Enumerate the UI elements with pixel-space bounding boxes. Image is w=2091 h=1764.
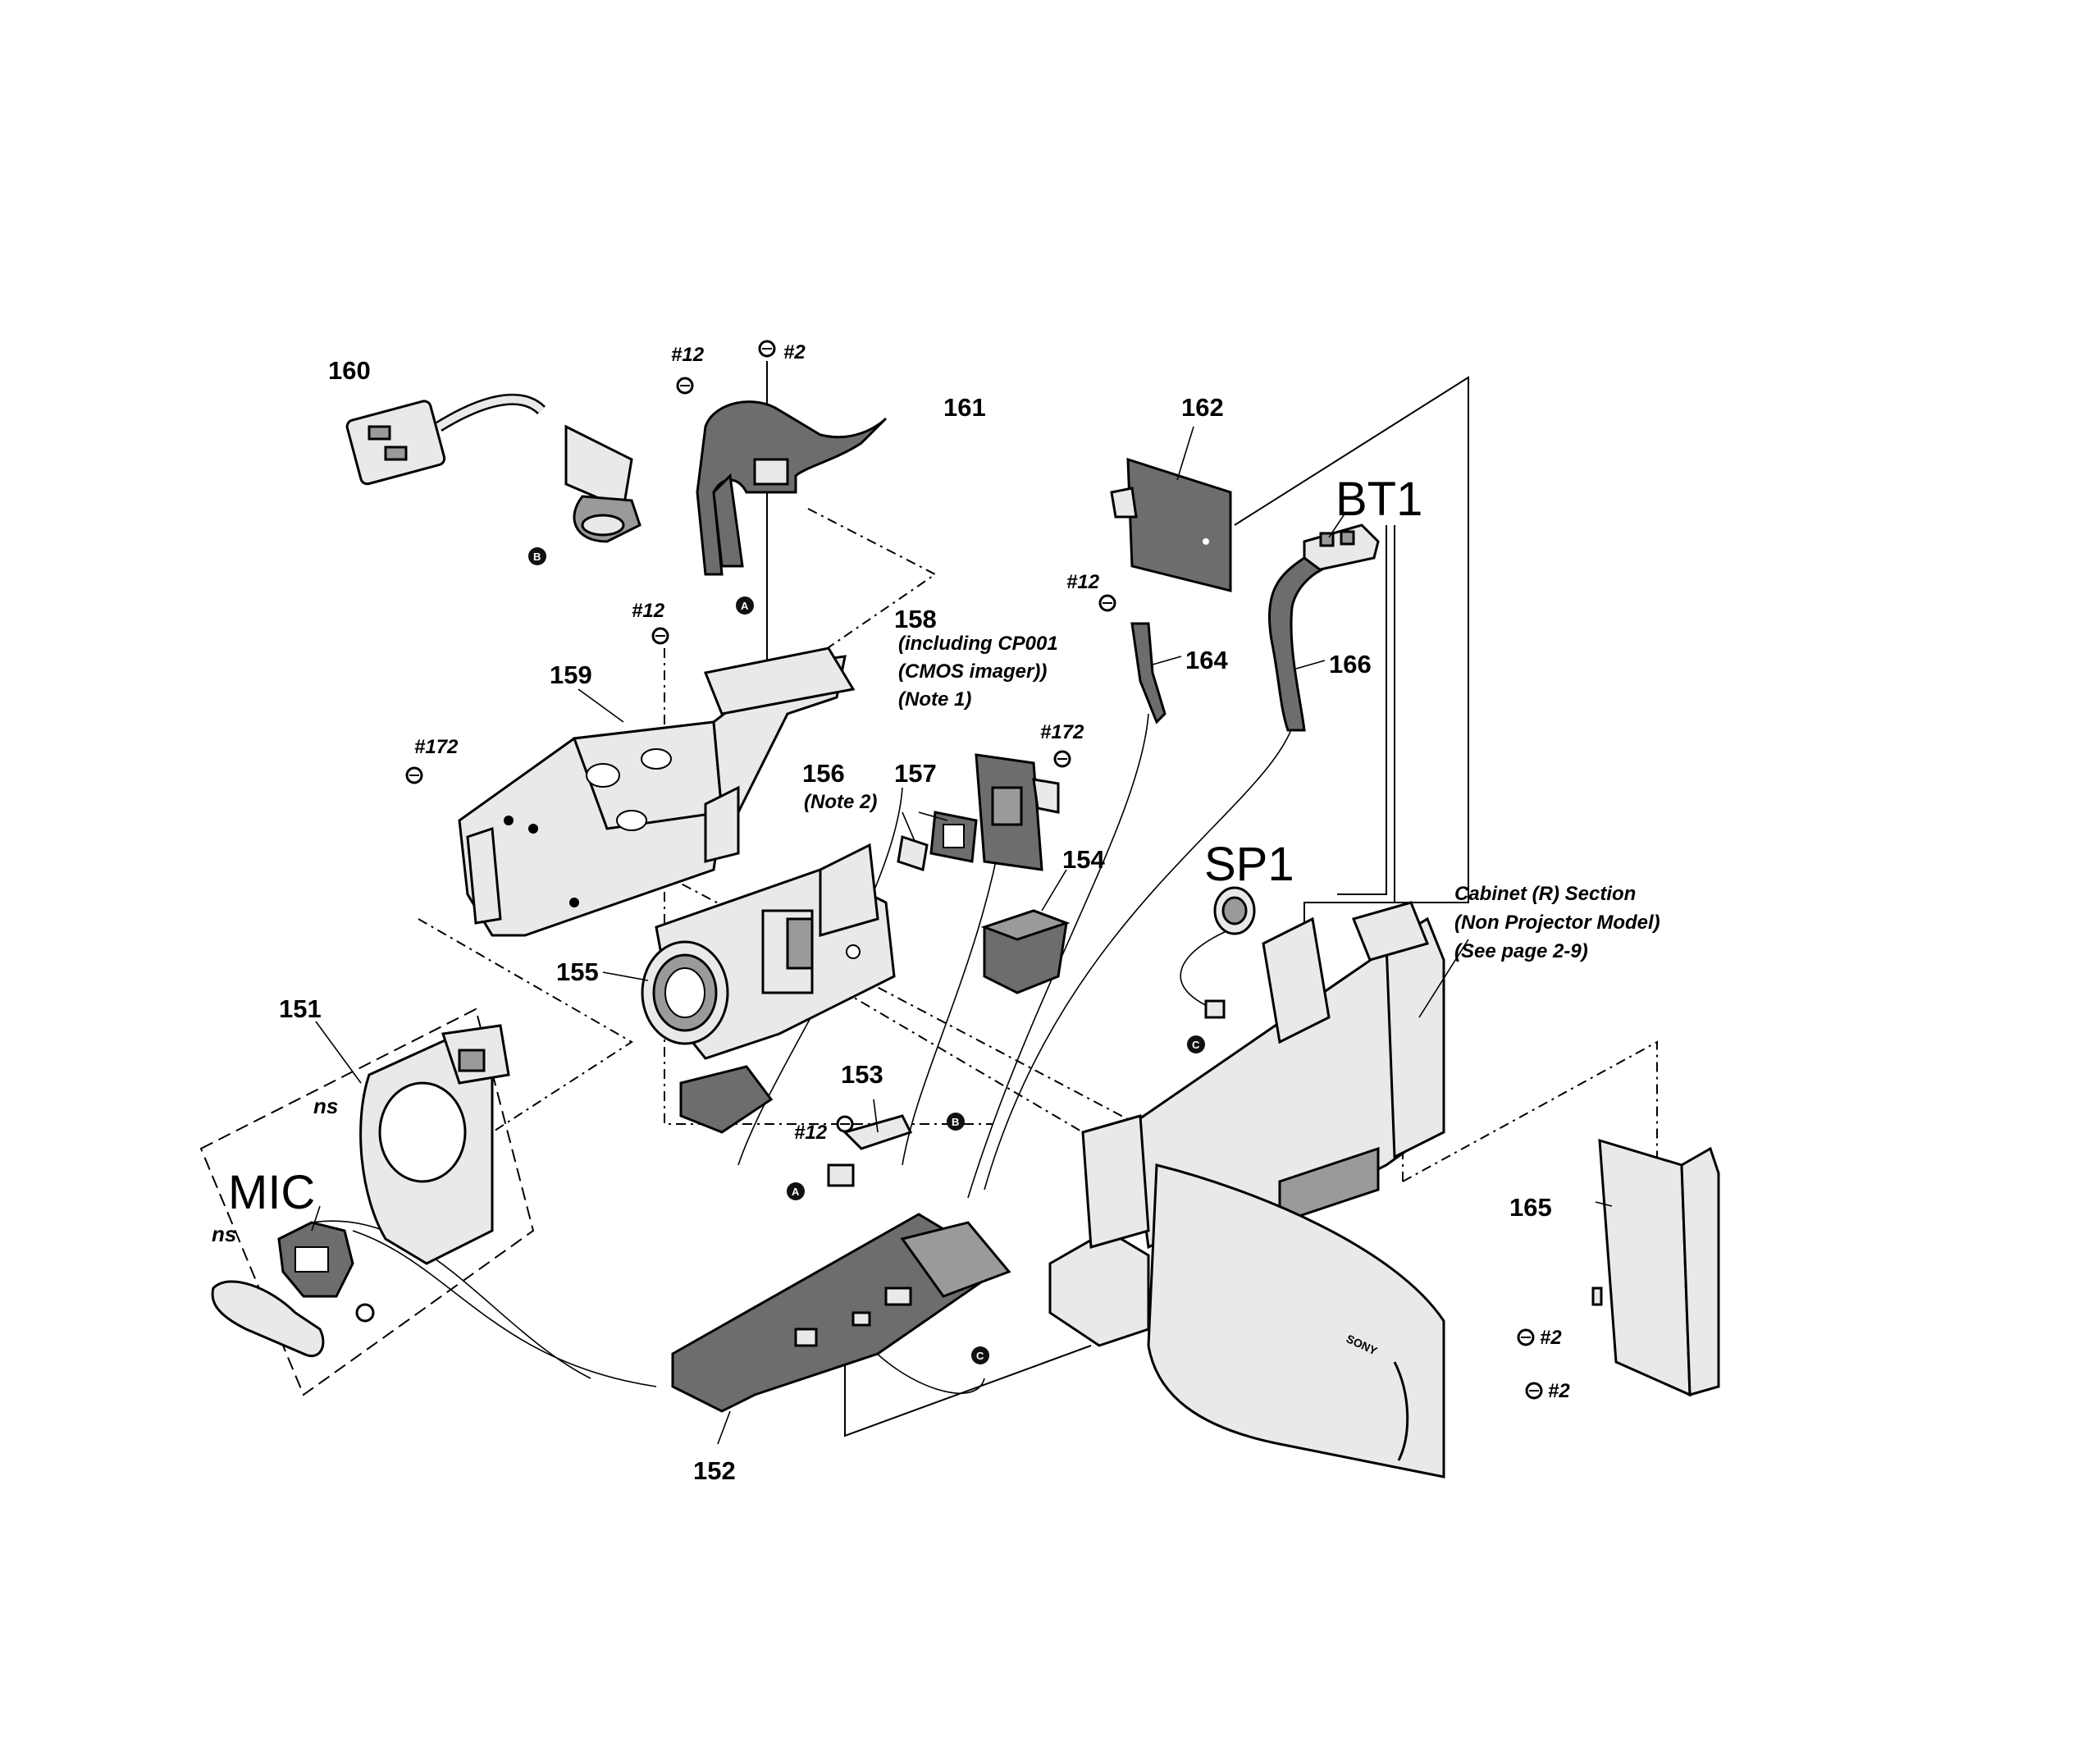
screw-icon <box>836 1115 854 1133</box>
part-156-filter <box>897 835 929 871</box>
part-mic <box>211 1221 375 1358</box>
part-bt1-battery-terminal <box>1303 523 1380 572</box>
screw-icon <box>1517 1328 1535 1346</box>
label-screw-2: #2 <box>783 341 806 363</box>
label-mic: MIC <box>228 1166 315 1219</box>
label-151: 151 <box>279 994 322 1023</box>
part-152-main-board <box>671 1213 1011 1413</box>
note-158-line2: (CMOS imager)) <box>898 660 1047 683</box>
svg-text:A: A <box>792 1186 800 1198</box>
svg-text:B: B <box>533 551 541 563</box>
label-screw-2: #2 <box>1540 1327 1562 1349</box>
part-151-front-section <box>199 1008 535 1396</box>
svg-text:A: A <box>741 600 749 612</box>
note-158-line1: (including CP001 <box>898 633 1058 655</box>
connector-marker-a: A <box>787 1182 805 1200</box>
cabinet-note-line1: Cabinet (R) Section <box>1454 883 1636 905</box>
part-157-seal <box>929 811 978 863</box>
cabinet-note-line3: (See page 2-9) <box>1454 940 1588 962</box>
part-164-flex <box>1130 622 1166 724</box>
label-bt1: BT1 <box>1335 473 1422 526</box>
note-156: (Note 2) <box>804 791 877 813</box>
connector-marker-b: B <box>528 547 546 565</box>
leader-lines <box>311 426 1613 1445</box>
part-160-cable <box>345 393 641 543</box>
screw-icon <box>651 627 669 645</box>
label-153: 153 <box>841 1060 883 1089</box>
screw-icon <box>758 340 776 358</box>
label-161: 161 <box>943 393 986 422</box>
connector-marker-a: A <box>736 596 754 615</box>
cabinet-note-line2: (Non Projector Model) <box>1454 912 1660 934</box>
cabinet-r-section: SONY <box>1048 901 1445 1478</box>
label-155: 155 <box>556 957 599 986</box>
label-152: 152 <box>693 1456 736 1485</box>
connector-marker-b: B <box>947 1113 965 1131</box>
label-162: 162 <box>1181 393 1224 422</box>
label-ns: ns <box>313 1094 338 1118</box>
connector-marker-c: C <box>1187 1035 1205 1053</box>
label-154: 154 <box>1062 845 1105 874</box>
part-155-lens-block <box>641 843 896 1134</box>
label-sp1: SP1 <box>1204 838 1294 891</box>
label-165: 165 <box>1509 1193 1552 1222</box>
label-164: 164 <box>1185 646 1228 674</box>
connector-markers: B A C A B C <box>528 547 1205 1364</box>
note-158-line3: (Note 1) <box>898 688 971 711</box>
labels: 160 161 162 158 164 166 159 156 157 154 … <box>212 341 1660 1485</box>
label-screw-12: #12 <box>632 600 665 622</box>
label-screw-2: #2 <box>1548 1380 1570 1402</box>
label-159: 159 <box>550 660 592 689</box>
screw-icon <box>1098 594 1116 612</box>
label-screw-12: #12 <box>794 1122 828 1144</box>
part-159-chassis <box>458 647 856 937</box>
screw-icon <box>676 377 694 395</box>
svg-text:C: C <box>976 1350 984 1362</box>
label-ns: ns <box>212 1222 236 1246</box>
label-screw-172: #172 <box>414 736 459 758</box>
part-162-board <box>1110 457 1232 592</box>
part-165-cover <box>1591 1138 1720 1397</box>
screw-icon <box>1525 1382 1543 1400</box>
screw-icon <box>405 766 423 784</box>
screw-icon <box>1053 750 1071 768</box>
label-screw-12: #12 <box>671 344 705 366</box>
svg-text:B: B <box>952 1116 959 1128</box>
part-161-flex-cable <box>696 400 888 576</box>
label-screw-12: #12 <box>1066 571 1100 593</box>
label-166: 166 <box>1329 650 1372 679</box>
label-160: 160 <box>328 356 371 385</box>
svg-text:C: C <box>1192 1039 1200 1051</box>
part-sp1-speaker <box>1180 886 1256 1019</box>
label-158: 158 <box>894 605 937 633</box>
label-screw-172: #172 <box>1040 721 1084 743</box>
label-156: 156 <box>802 759 845 788</box>
screws <box>405 340 1543 1400</box>
label-157: 157 <box>894 759 937 788</box>
connector-marker-c: C <box>971 1346 989 1364</box>
part-158-imager-board <box>975 753 1060 871</box>
part-154-block <box>980 909 1071 994</box>
part-166-flex <box>1267 556 1323 732</box>
